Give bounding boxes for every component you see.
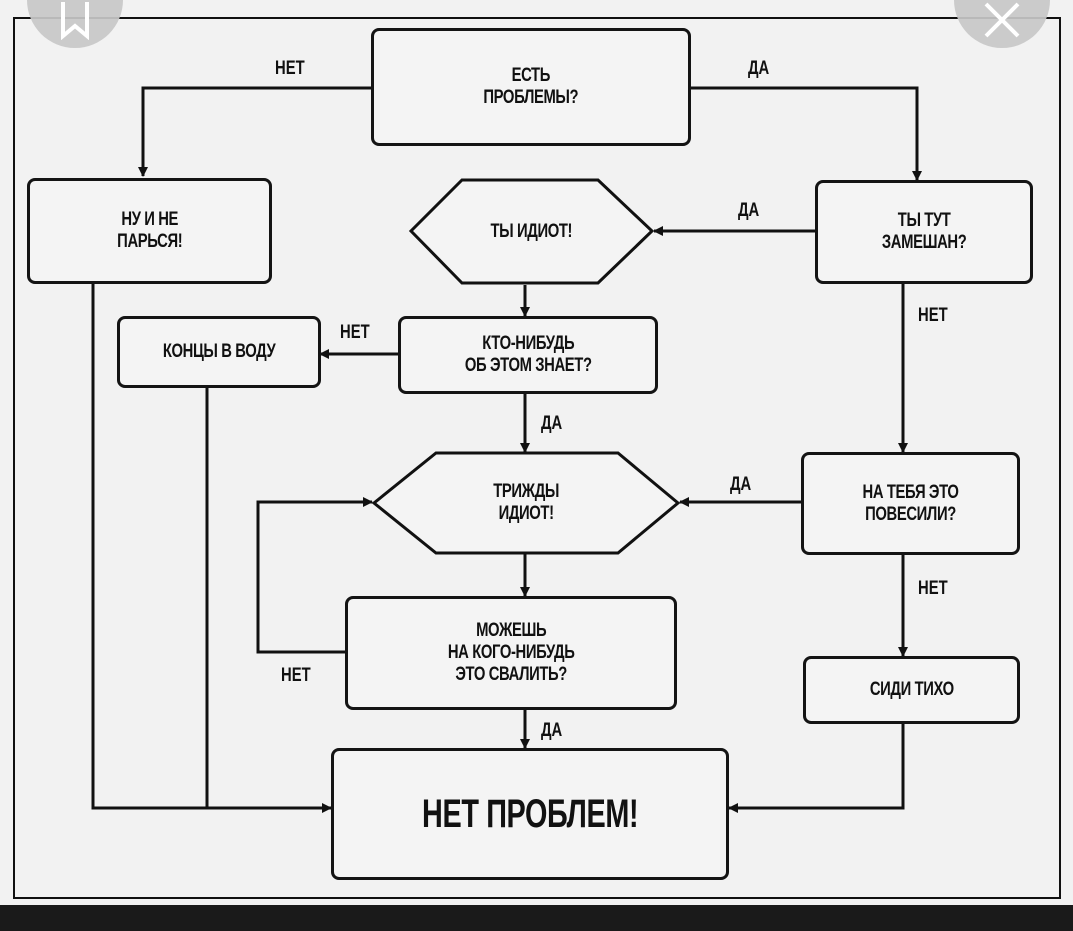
node-bury-it: КОНЦЫ В ВОДУ: [117, 316, 321, 388]
edge-label-knows-no: НЕТ: [340, 322, 370, 343]
edge-label-involved-no: НЕТ: [918, 305, 948, 326]
hex-youre-idiot-label-wrap: ТЫ ИДИОТ!: [411, 180, 652, 283]
node-involved: ТЫ ТУТ ЗАМЕШАН?: [815, 180, 1033, 284]
node-stay-quiet: СИДИ ТИХО: [803, 656, 1020, 724]
node-no-problem-text: НЕТ ПРОБЛЕМ!: [421, 792, 639, 836]
hex-triple-idiot: [371, 451, 681, 555]
node-anyone-knows: КТО-НИБУДЬ ОБ ЭТОМ ЗНАЕТ?: [398, 316, 658, 394]
hex-youre-idiot: [408, 178, 655, 285]
node-dont-worry: НУ И НЕ ПАРЬСЯ!: [27, 178, 272, 284]
hex-youre-idiot-text: ТЫ ИДИОТ!: [490, 220, 573, 242]
node-problems-text: ЕСТЬ ПРОБЛЕМЫ?: [483, 65, 579, 108]
close-icon: [984, 2, 1020, 38]
edge-label-blame-no: НЕТ: [281, 665, 311, 686]
edge-label-blamed-yes: ДА: [730, 474, 752, 495]
node-stay-quiet-text: СИДИ ТИХО: [869, 679, 954, 700]
edge-blame-no: [256, 497, 373, 654]
edge-problems-yes: [689, 86, 922, 181]
node-blamed-on-you: НА ТЕБЯ ЭТО ПОВЕСИЛИ?: [801, 452, 1020, 555]
outer-frame: [13, 17, 1061, 899]
node-anyone-knows-text: КТО-НИБУДЬ ОБ ЭТОМ ЗНАЕТ?: [464, 333, 592, 376]
edge-label-problems-no: НЕТ: [275, 58, 305, 79]
node-blame-someone: МОЖЕШЬ НА КОГО-НИБУДЬ ЭТО СВАЛИТЬ?: [345, 596, 677, 710]
hex-triple-idiot-label-wrap: ТРИЖДЫ ИДИОТ!: [374, 453, 678, 553]
edge-label-knows-yes: ДА: [541, 413, 563, 434]
bottom-bar: [0, 905, 1073, 931]
edge-quiet-noproblem: [728, 722, 905, 813]
bookmark-icon: [61, 2, 89, 40]
node-problems: ЕСТЬ ПРОБЛЕМЫ?: [371, 28, 691, 146]
node-dont-worry-text: НУ И НЕ ПАРЬСЯ!: [116, 209, 183, 252]
node-no-problem: НЕТ ПРОБЛЕМ!: [331, 748, 729, 880]
edge-label-blamed-no: НЕТ: [918, 578, 948, 599]
edge-label-problems-yes: ДА: [748, 58, 770, 79]
edge-problems-no: [138, 86, 373, 177]
node-blame-someone-text: МОЖЕШЬ НА КОГО-НИБУДЬ ЭТО СВАЛИТЬ?: [447, 620, 575, 685]
node-bury-it-text: КОНЦЫ В ВОДУ: [162, 341, 276, 362]
hex-triple-idiot-text: ТРИЖДЫ ИДИОТ!: [493, 481, 559, 524]
edge-label-involved-yes: ДА: [738, 200, 760, 221]
node-involved-text: ТЫ ТУТ ЗАМЕШАН?: [881, 210, 967, 253]
edge-dontworry-noproblem: [91, 283, 332, 813]
node-blamed-on-you-text: НА ТЕБЯ ЭТО ПОВЕСИЛИ?: [862, 481, 959, 525]
edge-label-blame-yes: ДА: [541, 720, 563, 741]
